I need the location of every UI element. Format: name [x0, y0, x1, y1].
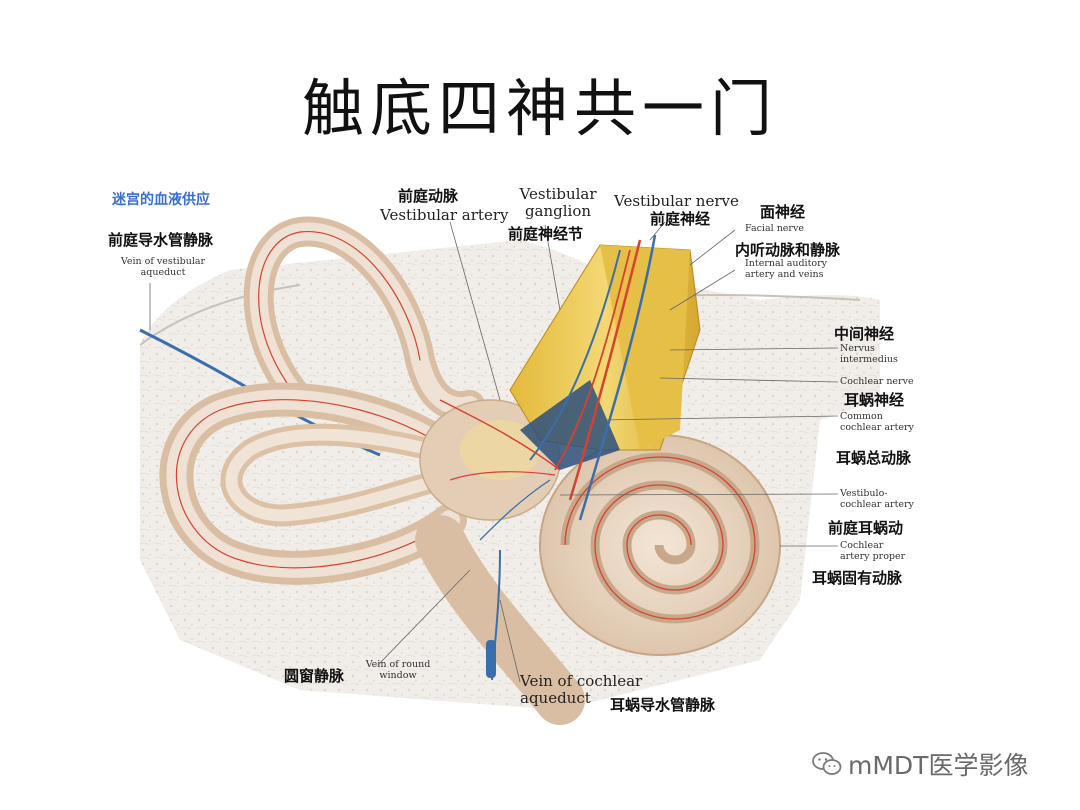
label-vein-round-window-zh: 圆窗静脉: [284, 667, 345, 685]
wechat-icon: [812, 752, 842, 775]
label-vestibular-ganglion-en: Vestibular ganglion: [519, 185, 597, 221]
label-vein-round-window-en: Vein of round window: [365, 659, 431, 681]
label-common-cochlear-artery-zh: 耳蜗总动脉: [836, 449, 912, 467]
section-label-labyrinth-blood-supply: 迷宫的血液供应: [112, 192, 210, 208]
label-vestibular-nerve-zh: 前庭神经: [650, 210, 711, 228]
label-vestibular-artery-en: Vestibular artery: [380, 206, 509, 224]
label-internal-auditory-zh: 内听动脉和静脉: [735, 241, 841, 259]
label-cochlear-artery-proper-zh: 耳蜗固有动脉: [812, 569, 903, 587]
cochlea: [539, 434, 781, 656]
semicircular-canals: [159, 216, 487, 585]
slide-title: 触底四神共一门: [301, 72, 778, 145]
label-vestibular-ganglion-zh: 前庭神经节: [508, 225, 584, 243]
label-cochlear-nerve-zh: 耳蜗神经: [844, 391, 905, 409]
label-nervus-intermedius-en: Nervus intermedius: [840, 343, 898, 365]
label-vestibulocochlear-artery-zh: 前庭耳蜗动: [828, 519, 904, 537]
leader-lines: [149, 221, 839, 683]
label-vein-vestibular-aqueduct-en: Vein of vestibular aqueduct: [120, 256, 206, 278]
label-common-cochlear-artery-en: Common cochlear artery: [840, 411, 914, 433]
label-vestibulocochlear-artery-en: Vestibulo- cochlear artery: [840, 488, 914, 510]
vestibulocochlear-nerve-bundle: [509, 234, 701, 521]
label-cochlear-nerve-en: Cochlear nerve: [840, 376, 914, 387]
label-facial-nerve-en: Facial nerve: [745, 223, 804, 234]
label-vein-cochlear-aqueduct-en: Vein of cochlear aqueduct: [520, 672, 643, 708]
label-internal-auditory-en: Internal auditory artery and veins: [745, 258, 828, 280]
label-vestibular-artery-zh: 前庭动脉: [398, 187, 459, 205]
label-facial-nerve-zh: 面神经: [760, 203, 806, 221]
watermark-text: mMDT医学影像: [848, 751, 1029, 780]
vein-of-round-window-tip: [486, 640, 496, 678]
label-nervus-intermedius-zh: 中间神经: [834, 325, 895, 343]
label-vein-cochlear-aqueduct-zh: 耳蜗导水管静脉: [610, 696, 716, 714]
label-cochlear-artery-proper-en: Cochlear artery proper: [840, 540, 906, 562]
label-vestibular-nerve-en: Vestibular nerve: [614, 192, 739, 210]
watermark: mMDT医学影像: [812, 746, 1028, 782]
label-vein-vestibular-aqueduct-zh: 前庭导水管静脉: [108, 231, 214, 249]
